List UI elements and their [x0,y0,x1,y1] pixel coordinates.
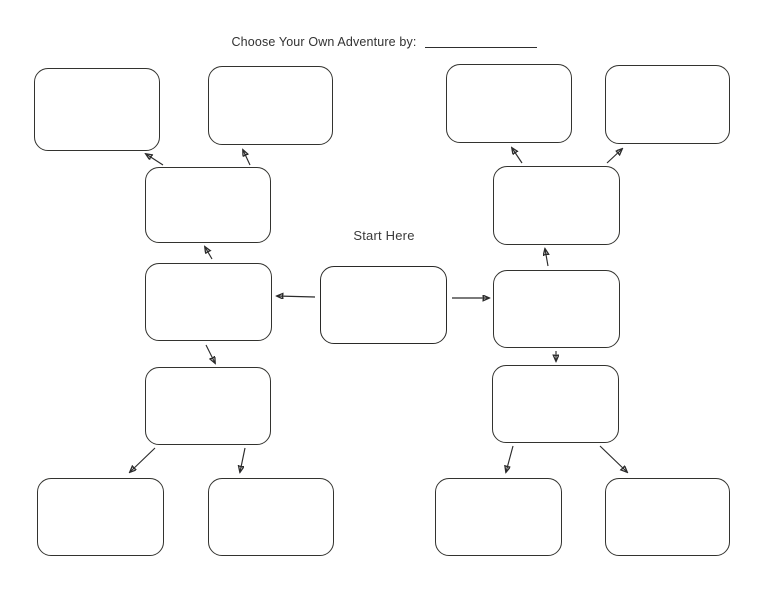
author-name-blank[interactable] [424,36,537,48]
story-box-left-top-outer[interactable] [34,68,160,151]
story-box-label [493,366,618,442]
story-box-left-lower-mid[interactable] [145,367,271,445]
story-box-left-upper-mid[interactable] [145,167,271,243]
story-box-left-bottom-inner[interactable] [208,478,334,556]
story-box-right-bottom-inner[interactable] [435,478,562,556]
story-box-label [494,167,619,244]
arrow-right-upper-mid-to-top-inner [512,148,523,164]
story-box-left-bottom-outer[interactable] [37,478,164,556]
story-box-label [606,66,729,143]
arrow-left-lower-mid-to-bottom-outer [130,447,156,472]
arrow-start-to-left [277,296,316,297]
story-box-label [494,271,619,347]
story-box-right-lower-mid[interactable] [492,365,619,443]
story-box-right-upper-mid[interactable] [493,166,620,245]
page-title: Choose Your Own Adventure by: [231,35,417,49]
worksheet-title: Choose Your Own Adventure by: [0,33,768,51]
story-box-label [146,264,271,340]
arrow-right-lower-mid-to-bottom-outer [599,445,627,472]
arrow-left-upper-mid-to-top-outer [146,154,164,166]
story-box-right-top-outer[interactable] [605,65,730,144]
arrow-left-center-to-lower-mid [205,344,215,363]
story-box-left-center[interactable] [145,263,272,341]
story-box-label [146,368,270,444]
arrow-right-upper-mid-to-top-outer [606,149,622,164]
story-box-label [436,479,561,555]
arrow-left-center-to-upper-mid [205,247,212,260]
arrow-left-lower-mid-to-bottom-inner [240,447,246,472]
story-box-right-center[interactable] [493,270,620,348]
story-box-label [38,479,163,555]
story-box-label [146,168,270,242]
story-box-label [209,67,332,144]
arrow-left-upper-mid-to-top-inner [243,150,251,166]
story-box-label [209,479,333,555]
arrow-right-center-to-upper-mid [545,249,548,267]
story-box-label [606,479,729,555]
story-box-label [447,65,571,142]
story-box-left-top-inner[interactable] [208,66,333,145]
story-box-label [321,267,446,343]
story-box-start[interactable] [320,266,447,344]
story-box-right-top-inner[interactable] [446,64,572,143]
start-here-label: Start Here [353,228,415,243]
arrow-right-lower-mid-to-bottom-inner [506,445,514,472]
story-box-label [35,69,159,150]
story-box-right-bottom-outer[interactable] [605,478,730,556]
